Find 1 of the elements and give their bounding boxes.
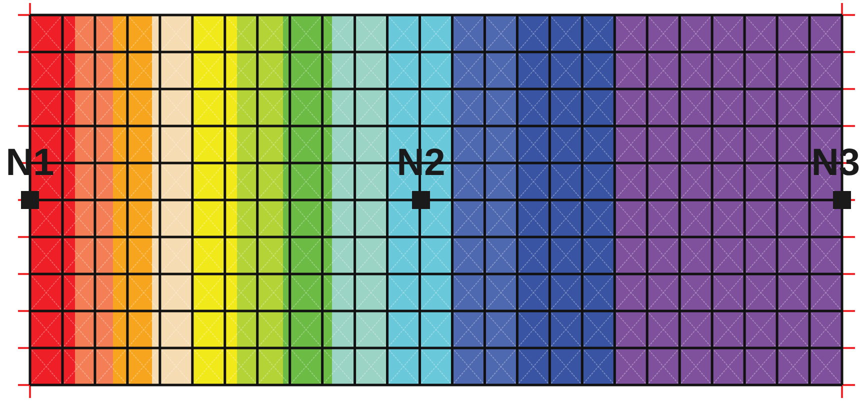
node-label: N1 <box>6 144 54 182</box>
